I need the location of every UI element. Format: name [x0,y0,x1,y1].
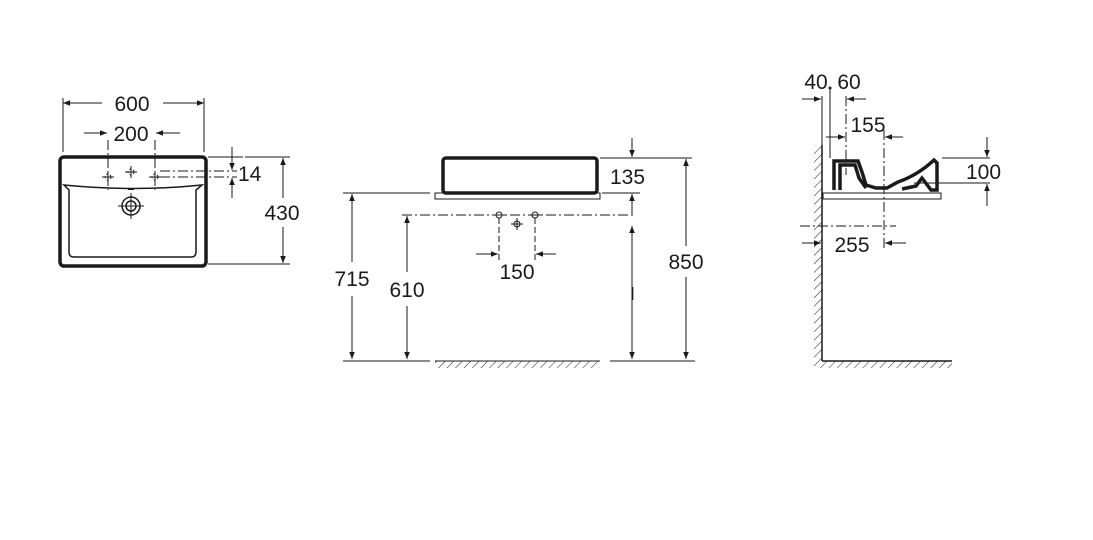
dim-width: 600 [114,93,149,116]
dim-drain-offset: 155 [850,114,885,137]
dim-supply-spacing: 150 [499,261,534,284]
dim-tap-offset: 14 [238,163,262,186]
floor-hatch-side [814,361,952,368]
dim-tap-spacing: 200 [113,123,148,146]
dim-total-height: 850 [668,251,703,274]
side-view: 40 60 155 100 255 [800,71,1001,368]
floor-hatch [435,361,600,368]
basin-section [832,157,939,192]
dim-counter-height: 715 [334,268,369,291]
dim-basin-height: 135 [610,166,645,189]
wall-hatch [814,145,822,361]
basin-outline [58,155,208,268]
dim-waste-offset: 255 [834,234,869,257]
dim-bowl-depth: 100 [966,161,1001,184]
dim-wall-gap: 40 [804,71,827,94]
dim-depth: 430 [264,202,299,225]
countertop [434,192,601,200]
dim-marker: I [630,284,635,304]
basin-front [441,156,599,195]
front-view: 150 135 I 850 715 610 [334,138,704,368]
tap-hole-icons [102,166,161,183]
bowl-outline [61,184,205,258]
drain-icon [118,188,144,219]
dim-back-offset: 60 [837,71,860,94]
dim-supply-height: 610 [389,279,424,302]
countertop-side [822,192,942,200]
top-view: 600 200 14 430 [58,93,300,268]
supply-point-icons [493,211,541,262]
